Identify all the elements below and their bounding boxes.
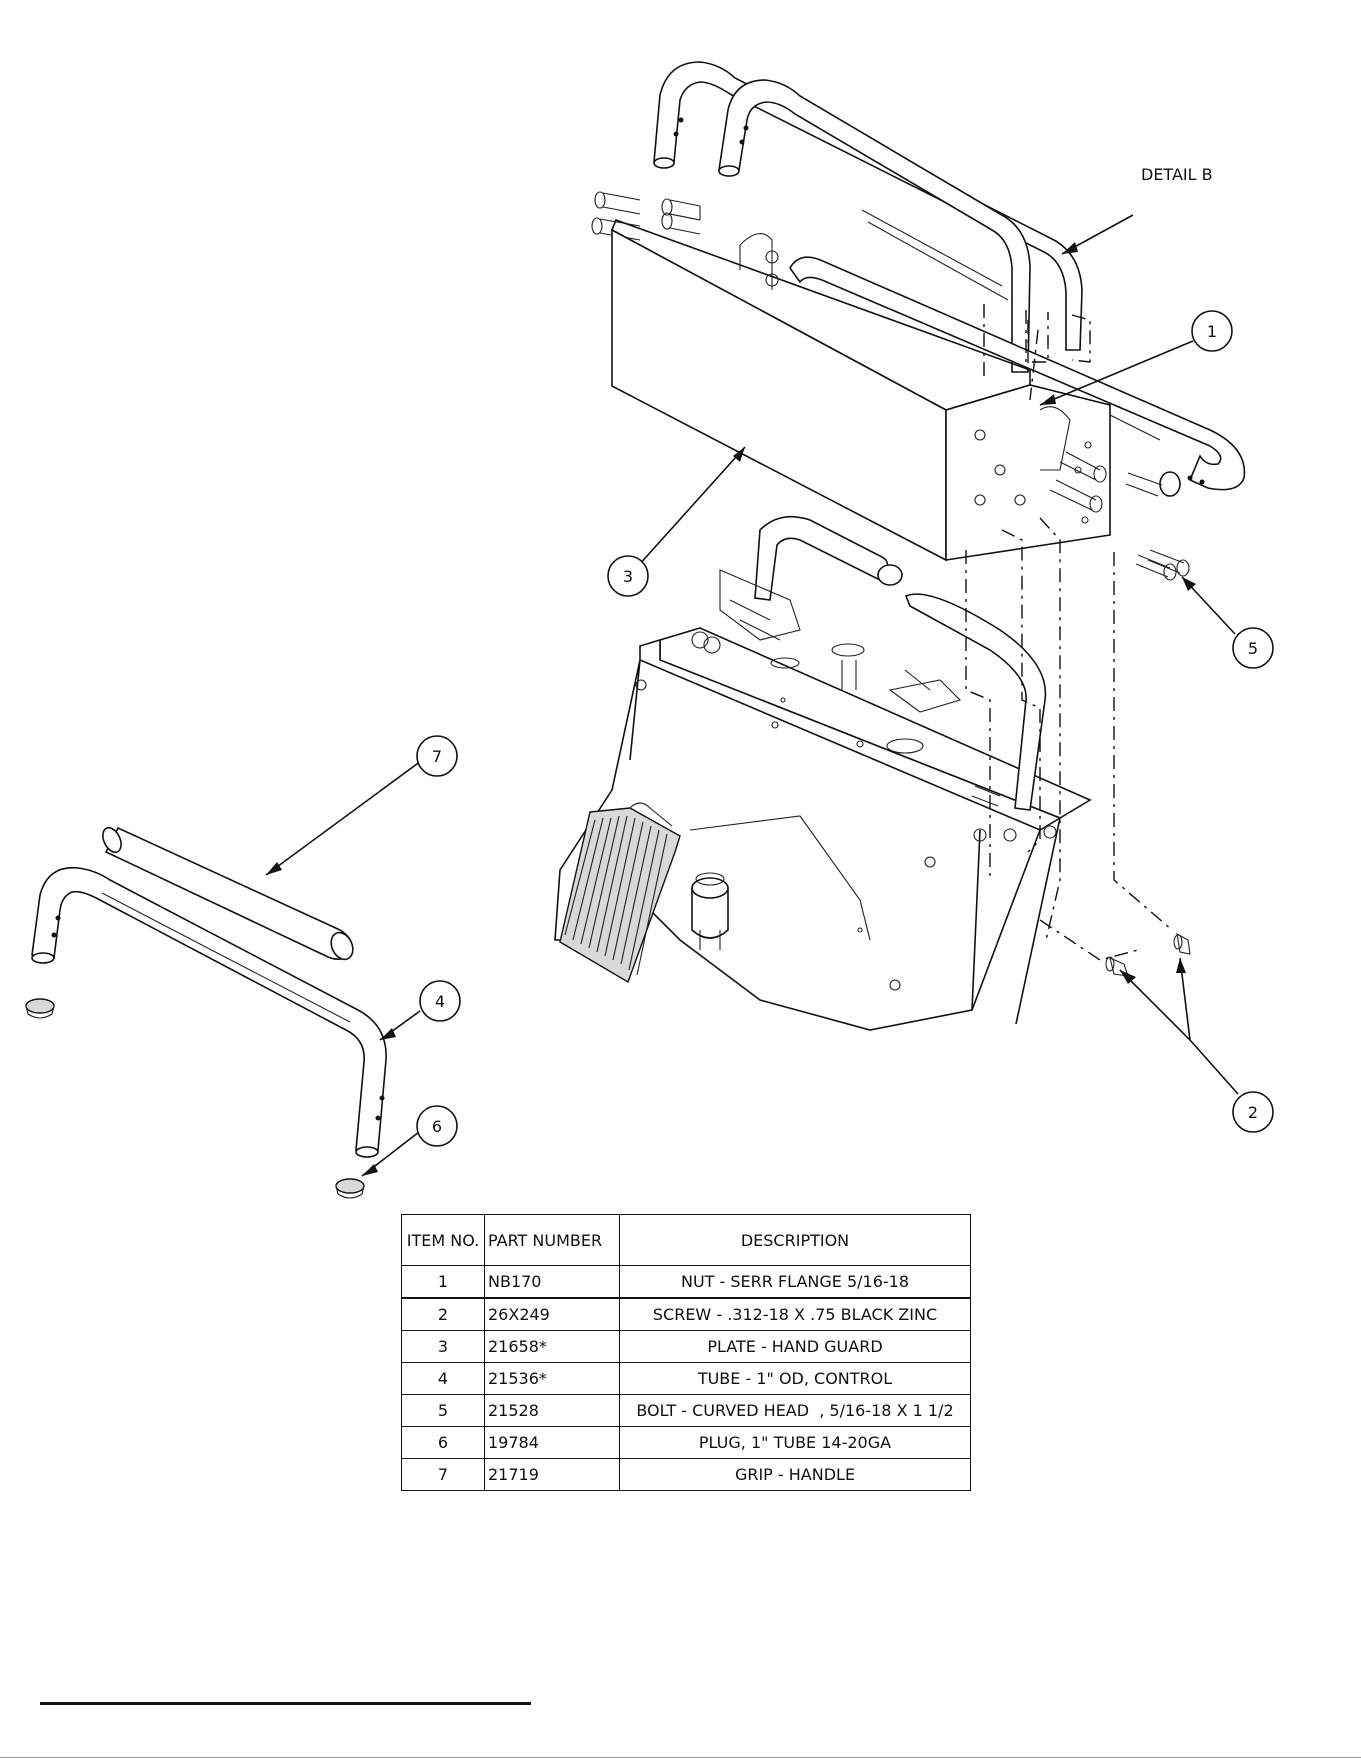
bom-description: GRIP - HANDLE [620,1459,971,1491]
footer-rule [40,1702,531,1705]
bom-item-no: 5 [402,1395,485,1427]
svg-text:3: 3 [623,567,633,586]
table-row: 2 26X249 SCREW - .312-18 X .75 BLACK ZIN… [402,1298,971,1331]
bom-description: PLUG, 1" TUBE 14-20GA [620,1427,971,1459]
bom-description: PLATE - HAND GUARD [620,1331,971,1363]
bom-item-no: 7 [402,1459,485,1491]
bom-part-number: 21719 [485,1459,620,1491]
bom-header-part-number: PART NUMBER [485,1215,620,1266]
loose-parts [26,825,386,1198]
bom-item-no: 4 [402,1363,485,1395]
table-row: 6 19784 PLUG, 1" TUBE 14-20GA [402,1427,971,1459]
bom-item-no: 6 [402,1427,485,1459]
curved-head-bolts [1136,550,1189,580]
table-row: 5 21528 BOLT - CURVED HEAD , 5/16-18 X 1… [402,1395,971,1427]
bom-header-item-no: ITEM NO. [402,1215,485,1266]
detail-b-label: DETAIL B [1141,165,1213,184]
svg-text:5: 5 [1248,639,1258,658]
svg-text:6: 6 [432,1117,442,1136]
bom-part-number: 21528 [485,1395,620,1427]
table-row: 1 NB170 NUT - SERR FLANGE 5/16-18 [402,1266,971,1299]
bom-part-number: NB170 [485,1266,620,1299]
callout-3: 3 [608,556,648,596]
bom-description: NUT - SERR FLANGE 5/16-18 [620,1266,971,1299]
callout-6: 6 [417,1106,457,1146]
bom-item-no: 3 [402,1331,485,1363]
upper-bolts [592,192,700,240]
bom-item-no: 2 [402,1298,485,1331]
bom-part-number: 26X249 [485,1298,620,1331]
bom-header-description: DESCRIPTION [620,1215,971,1266]
callout-5: 5 [1233,628,1273,668]
page-bottom-rule [0,1757,1361,1758]
table-row: 3 21658* PLATE - HAND GUARD [402,1331,971,1363]
svg-text:2: 2 [1248,1103,1258,1122]
callout-4: 4 [420,981,460,1021]
table-row: 7 21719 GRIP - HANDLE [402,1459,971,1491]
bom-part-number: 19784 [485,1427,620,1459]
bom-description: SCREW - .312-18 X .75 BLACK ZINC [620,1298,971,1331]
bom-item-no: 1 [402,1266,485,1299]
bom-part-number: 21658* [485,1331,620,1363]
bom-header-row: ITEM NO. PART NUMBER DESCRIPTION [402,1215,971,1266]
bom-part-number: 21536* [485,1363,620,1395]
svg-text:7: 7 [432,747,442,766]
svg-text:4: 4 [435,992,445,1011]
callout-2: 2 [1233,1092,1273,1132]
bom-description: BOLT - CURVED HEAD , 5/16-18 X 1 1/2 [620,1395,971,1427]
bill-of-materials-table: ITEM NO. PART NUMBER DESCRIPTION 1 NB170… [401,1214,971,1491]
svg-text:1: 1 [1207,322,1217,341]
callout-1: 1 [1192,311,1232,351]
callout-7: 7 [417,736,457,776]
table-row: 4 21536* TUBE - 1" OD, CONTROL [402,1363,971,1395]
bom-description: TUBE - 1" OD, CONTROL [620,1363,971,1395]
